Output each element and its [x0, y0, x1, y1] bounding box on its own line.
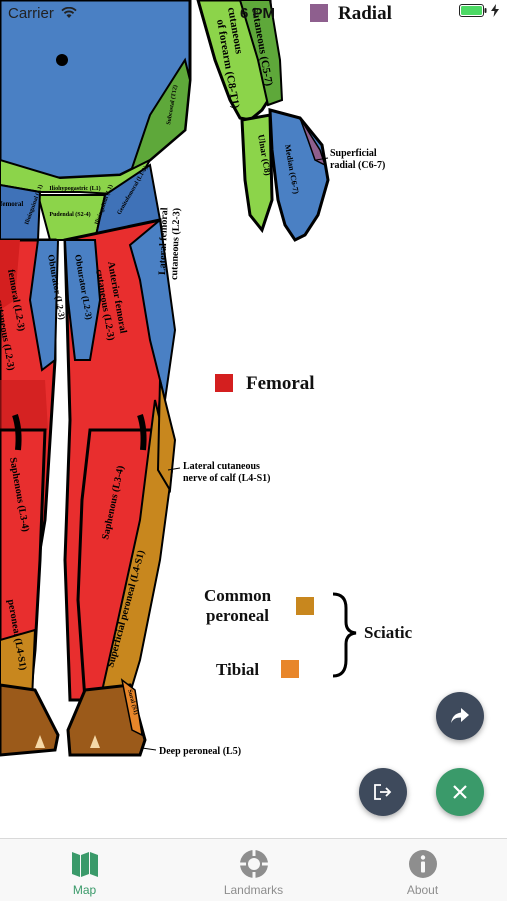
- common-peroneal-legend-swatch[interactable]: [296, 597, 314, 615]
- lateral-calf-region[interactable]: [156, 379, 177, 494]
- tab-about[interactable]: About: [338, 839, 507, 901]
- tab-bar: Map Landmarks About: [0, 838, 507, 901]
- lateral-calf-annotation-2: nerve of calf (L4-S1): [183, 473, 270, 484]
- radial-legend-label[interactable]: Radial: [338, 3, 392, 24]
- close-button[interactable]: [436, 768, 484, 816]
- lateral-femoral-label-2: cutaneous (L2-3): [169, 208, 183, 280]
- right-obturator-region[interactable]: [63, 239, 102, 361]
- lateral-femoral-label-1: Lateral femoral: [157, 207, 170, 275]
- common-peroneal-line-1: Common: [204, 586, 272, 605]
- carrier-indicator: Carrier: [8, 5, 77, 22]
- tibial-legend-swatch[interactable]: [281, 660, 299, 678]
- tab-map[interactable]: Map: [0, 839, 169, 901]
- left-thigh-lateral[interactable]: [0, 240, 20, 310]
- tab-about-label: About: [406, 883, 439, 897]
- battery-icon: [459, 4, 487, 17]
- deep-peroneal-annotation: Deep peroneal (L5): [159, 746, 241, 757]
- status-time: 6 PM: [240, 5, 276, 22]
- landmarks-icon: [239, 850, 268, 878]
- left-foot[interactable]: [0, 683, 60, 757]
- battery-indicator: [459, 4, 499, 17]
- lateral-calf-leader: [167, 467, 181, 471]
- dermatome-map[interactable]: Iliohypogastric (L1) Pudendal (S2-4) Ili…: [0, 0, 507, 838]
- sciatic-legend-label[interactable]: Sciatic: [364, 623, 413, 642]
- lateral-cutaneous-arm-region[interactable]: [238, 0, 284, 107]
- superficial-radial-annotation-2: radial (C6-7): [330, 160, 385, 171]
- tab-landmarks[interactable]: Landmarks: [169, 839, 338, 901]
- superficial-radial-annotation-1: Superficial: [330, 148, 377, 159]
- common-peroneal-legend-label[interactable]: Common peroneal: [204, 586, 271, 626]
- tab-landmarks-label: Landmarks: [223, 883, 284, 897]
- wifi-icon: [61, 6, 77, 18]
- superficial-radial-leader: [315, 157, 329, 161]
- tibial-legend-label[interactable]: Tibial: [216, 660, 260, 679]
- status-bar: Carrier 6 PM: [0, 0, 507, 28]
- radial-legend-swatch[interactable]: [310, 4, 328, 22]
- common-peroneal-line-2: peroneal: [206, 606, 270, 625]
- share-button[interactable]: [436, 692, 484, 740]
- left-knee-dark: [0, 380, 48, 430]
- pudendal-label: Pudendal (S2-4): [49, 211, 90, 218]
- close-icon: [453, 785, 467, 799]
- share-arrow-icon: [451, 708, 469, 723]
- exit-icon: [374, 784, 392, 800]
- femoral-legend-label[interactable]: Femoral: [246, 373, 315, 394]
- navel: [56, 54, 68, 66]
- charging-bolt-icon: [491, 4, 499, 17]
- median-hand-region[interactable]: [268, 108, 330, 242]
- sciatic-brace: [332, 592, 357, 678]
- info-icon: [408, 850, 437, 878]
- femoral-legend-swatch[interactable]: [215, 374, 233, 392]
- sural-region[interactable]: [120, 678, 143, 737]
- left-obturator-region[interactable]: [28, 239, 60, 372]
- map-icon: [71, 852, 98, 877]
- left-knee-mark: [12, 414, 22, 451]
- exit-button[interactable]: [359, 768, 407, 816]
- right-knee-mark: [137, 414, 147, 451]
- lateral-calf-annotation-1: Lateral cutaneous: [183, 461, 260, 472]
- carrier-label: Carrier: [8, 5, 54, 22]
- deep-peroneal-leader: [141, 747, 157, 751]
- tab-map-label: Map: [72, 883, 97, 897]
- femoral-left-edge-label: femoral: [0, 200, 23, 208]
- right-toe-highlight: [90, 735, 100, 748]
- superficial-radial-region[interactable]: [299, 117, 327, 167]
- left-toe-highlight: [35, 735, 45, 748]
- iliohypogastric-label: Iliohypogastric (L1): [49, 185, 100, 192]
